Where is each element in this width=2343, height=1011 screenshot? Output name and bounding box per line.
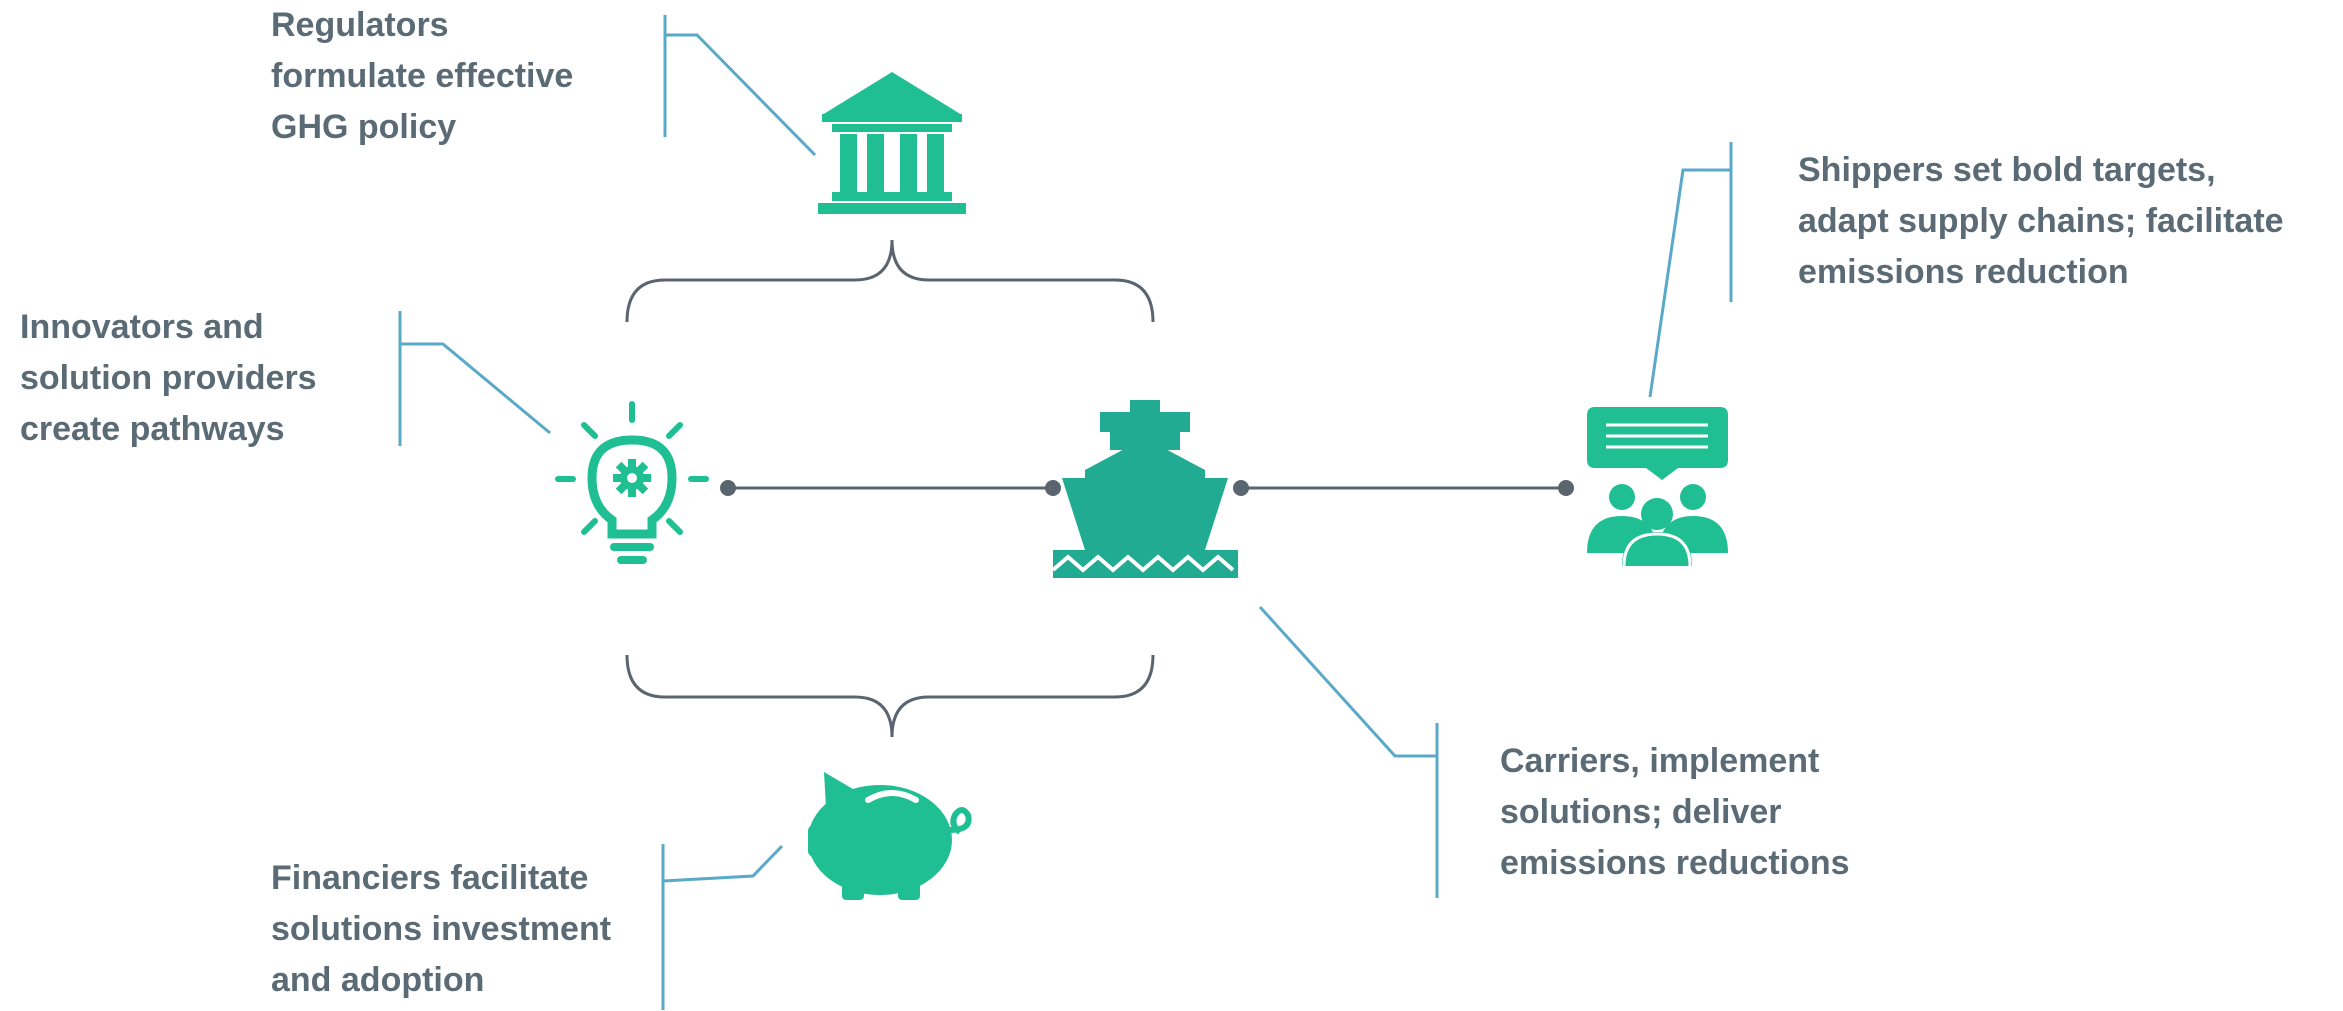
brace-top	[625, 239, 1155, 323]
brace-bottom	[625, 654, 1155, 738]
label-line: Carriers, implement	[1500, 742, 1820, 780]
callout-regulators	[663, 15, 817, 157]
label-line: Regulators	[271, 6, 449, 44]
label-line: solution providers	[20, 359, 317, 397]
label-line: and adoption	[271, 961, 485, 999]
callout-innovators	[398, 311, 551, 446]
callout-carriers	[1258, 605, 1439, 898]
label-line: GHG policy	[271, 108, 457, 146]
ship-icon	[1053, 400, 1238, 578]
label-line: formulate effective	[271, 57, 574, 95]
lightbulb-gear-icon	[555, 401, 709, 564]
ship-waves	[1051, 554, 1235, 573]
government-building-icon	[818, 72, 966, 214]
label-line: create pathways	[20, 410, 285, 448]
speech-bubble-people-icon	[1587, 407, 1728, 567]
label-innovators: Innovators and solution providers create…	[20, 302, 317, 455]
label-line: Innovators and	[20, 308, 264, 346]
label-line: emissions reduction	[1798, 253, 2129, 291]
connector-ship-shippers	[1233, 480, 1574, 496]
label-financiers: Financiers facilitate solutions investme…	[271, 853, 611, 1006]
label-line: Financiers facilitate	[271, 859, 589, 897]
label-line: solutions; deliver	[1500, 793, 1782, 831]
label-shippers: Shippers set bold targets, adapt supply …	[1798, 145, 2284, 298]
connector-innovators-ship	[720, 480, 1061, 496]
label-line: Shippers set bold targets,	[1798, 151, 2216, 189]
piggy-coin-slot	[865, 790, 919, 803]
label-carriers: Carriers, implement solutions; deliver e…	[1500, 736, 1850, 889]
label-line: adapt supply chains; facilitate	[1798, 202, 2284, 240]
callout-shippers	[1648, 142, 1733, 398]
label-regulators: Regulators formulate effective GHG polic…	[271, 0, 573, 153]
label-line: solutions investment	[271, 910, 612, 948]
callout-financiers	[661, 844, 784, 1010]
piggy-bank-icon	[808, 772, 972, 900]
label-line: emissions reductions	[1500, 844, 1850, 882]
